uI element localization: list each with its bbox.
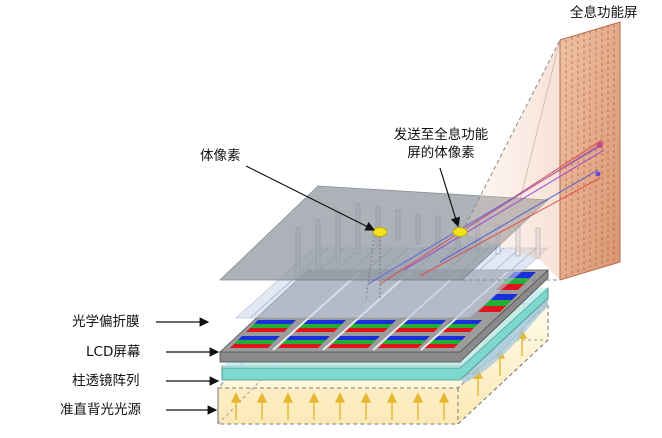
sent-voxel-label-line1: 发送至全息功能 [393, 127, 489, 143]
holo-screen-label: 全息功能屏 [570, 5, 638, 21]
polarizer-label: 光学偏折膜 [72, 314, 140, 330]
leader-lines [156, 165, 461, 415]
light-rays [365, 139, 605, 301]
lens-array-label: 柱透镜阵列 [72, 373, 140, 389]
screen-voxel-point [595, 171, 601, 177]
sent-voxel-label-line2: 屏的体像素 [407, 145, 475, 161]
backlight-label: 准直背光光源 [60, 402, 141, 418]
lcd-label: LCD屏幕 [86, 344, 141, 360]
rgb-pixel-grid [230, 272, 536, 348]
voxel-point [372, 227, 388, 237]
voxel-point [452, 227, 468, 237]
voxel-label: 体像素 [200, 148, 241, 164]
screen-voxel-point [597, 142, 603, 148]
